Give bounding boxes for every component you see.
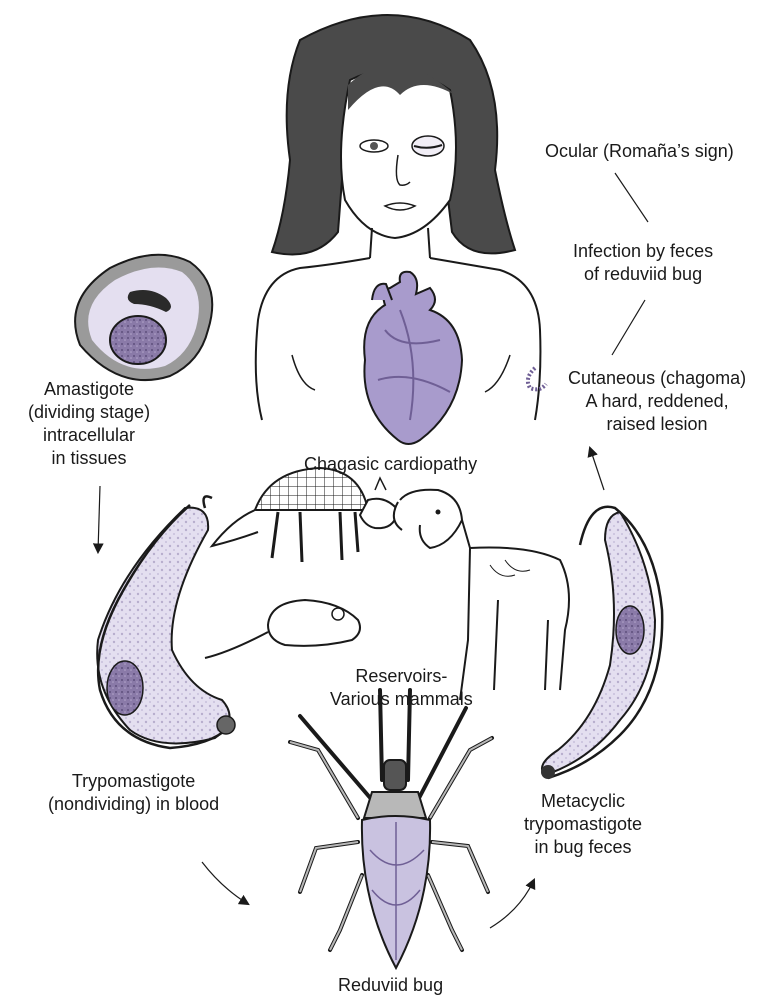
trypomastigote-nucleus — [107, 661, 143, 715]
label-reduviid-bug-line-1: Reduviid bug — [338, 974, 443, 997]
connector-infection-cutaneous — [612, 300, 645, 355]
chest-line-left — [292, 355, 315, 390]
arrow-amastigote-to-trypomastigote — [98, 486, 100, 552]
label-reservoirs: Reservoirs- Various mammals — [330, 665, 473, 711]
label-ocular-line-1: Ocular (Romaña’s sign) — [545, 140, 734, 163]
label-reduviid-bug: Reduviid bug — [338, 974, 443, 997]
reduviid-bug — [290, 690, 492, 968]
label-trypomastigote-line-2: (nondividing) in blood — [48, 793, 219, 816]
label-cardiopathy-line-1: Chagasic cardiopathy — [304, 453, 477, 476]
label-cardiopathy: Chagasic cardiopathy — [304, 453, 477, 476]
label-metacyclic-line-1: Metacyclic — [524, 790, 642, 813]
trypomastigote-blood-form — [97, 496, 235, 748]
metacyclic-nucleus — [616, 606, 644, 654]
label-amastigote-line-1: Amastigote — [28, 378, 150, 401]
label-amastigote-line-2: (dividing stage) — [28, 401, 150, 424]
label-infection-line-1: Infection by feces — [573, 240, 713, 263]
label-ocular: Ocular (Romaña’s sign) — [545, 140, 734, 163]
label-cutaneous: Cutaneous (chagoma) A hard, reddened, ra… — [568, 367, 746, 436]
label-infection: Infection by feces of reduviid bug — [573, 240, 713, 286]
eye-normal — [360, 140, 388, 152]
label-infection-line-2: of reduviid bug — [573, 263, 713, 286]
label-cutaneous-line-1: Cutaneous (chagoma) — [568, 367, 746, 390]
amastigote-nucleus — [110, 316, 166, 364]
label-metacyclic-line-2: trypomastigote — [524, 813, 642, 836]
label-reservoirs-line-2: Various mammals — [330, 688, 473, 711]
bug-thorax — [364, 792, 426, 818]
arrow-bug-to-metacyclic — [490, 880, 534, 928]
arrow-trypomastigote-to-bug — [202, 862, 248, 904]
chagoma-lesion — [528, 368, 546, 389]
metacyclic-kinetoplast — [541, 765, 555, 779]
label-amastigote-line-3: intracellular — [28, 424, 150, 447]
label-cutaneous-line-3: raised lesion — [568, 413, 746, 436]
connector-ocular-infection — [615, 173, 648, 222]
heart-illustration — [364, 272, 462, 444]
label-reservoirs-line-1: Reservoirs- — [330, 665, 473, 688]
armadillo-reservoir — [212, 468, 398, 562]
label-amastigote: Amastigote (dividing stage) intracellula… — [28, 378, 150, 470]
bug-head — [384, 760, 406, 790]
arrow-to-cutaneous — [590, 448, 604, 490]
label-metacyclic-line-3: in bug feces — [524, 836, 642, 859]
label-trypomastigote-line-1: Trypomastigote — [48, 770, 219, 793]
label-amastigote-line-4: in tissues — [28, 447, 150, 470]
rat-reservoir — [205, 600, 360, 658]
chest-line-right — [485, 355, 510, 392]
label-metacyclic: Metacyclic trypomastigote in bug feces — [524, 790, 642, 859]
label-cutaneous-line-2: A hard, reddened, — [568, 390, 746, 413]
label-trypomastigote: Trypomastigote (nondividing) in blood — [48, 770, 219, 816]
trypomastigote-kinetoplast — [217, 716, 235, 734]
amastigote-cell — [75, 255, 212, 380]
eye-swollen-romana-sign — [412, 136, 444, 156]
